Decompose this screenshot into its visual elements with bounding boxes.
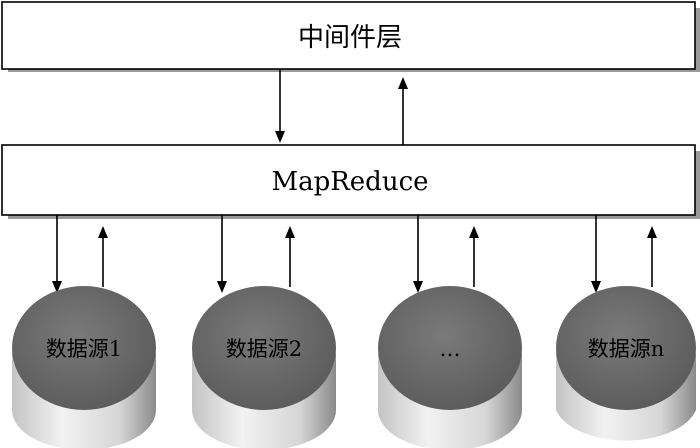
data-source-2: 数据源2 — [192, 286, 336, 448]
up-arrow — [398, 77, 408, 89]
data-source-label: 数据源1 — [46, 337, 122, 361]
data-source-label: 数据源2 — [226, 337, 302, 361]
database-cylinder-icon — [12, 286, 156, 410]
down-arrow — [413, 281, 423, 293]
down-arrow — [591, 281, 601, 293]
up-arrow — [98, 226, 108, 238]
down-arrow — [217, 281, 227, 293]
down-arrow — [52, 281, 62, 293]
up-arrow — [469, 226, 479, 238]
data-source-1: 数据源1 — [12, 286, 156, 448]
data-source-label: … — [440, 337, 461, 361]
data-source-ellipsis: … — [378, 286, 522, 448]
data-source-label: 数据源n — [588, 337, 665, 361]
source-connectors — [52, 215, 657, 293]
up-arrow — [285, 226, 295, 238]
database-cylinder-icon — [192, 286, 336, 410]
database-cylinder-icon — [378, 286, 522, 410]
up-arrow — [647, 226, 657, 238]
middleware-layer-label: 中间件层 — [298, 23, 402, 53]
database-cylinder-icon — [556, 286, 696, 410]
middleware-mapreduce-connectors — [275, 69, 408, 145]
down-arrow — [275, 131, 285, 143]
data-source-n: 数据源n — [556, 286, 696, 441]
mapreduce-layer-label: MapReduce — [271, 167, 428, 197]
middleware-layer: 中间件层 — [1, 1, 700, 72]
mapreduce-layer: MapReduce — [1, 144, 700, 219]
